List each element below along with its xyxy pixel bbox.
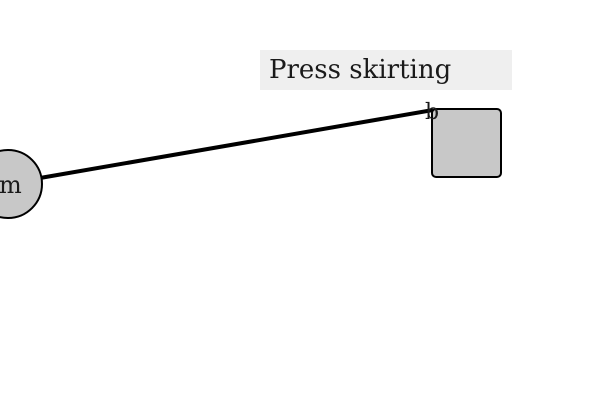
source-node-circle[interactable] (0, 149, 43, 219)
task-label-text: Press skirting (269, 55, 452, 85)
target-node-square[interactable] (431, 108, 502, 178)
connector-line (39, 108, 434, 180)
task-label-box: Press skirting (260, 50, 512, 90)
source-node-label: m (0, 171, 22, 199)
target-node-label: b (425, 100, 439, 125)
